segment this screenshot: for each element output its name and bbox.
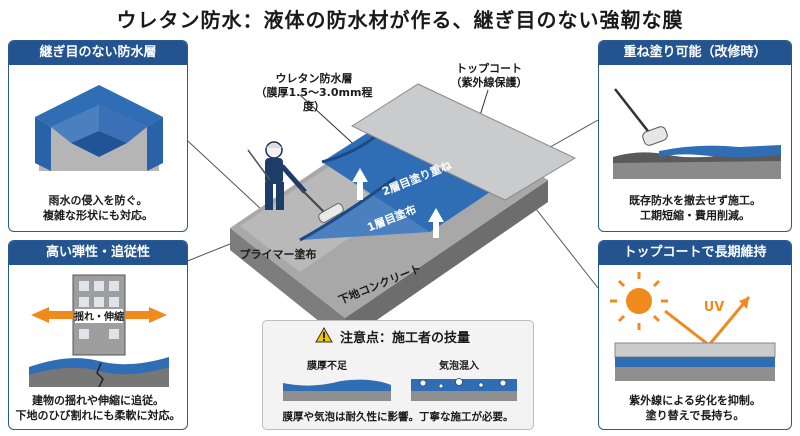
elastic-figure — [29, 274, 169, 387]
panel-seamless: 継ぎ目のない防水層 雨水の侵入を防ぐ。複雑な形状にも対応。 — [8, 40, 188, 232]
caution-caption: 膜厚や気泡は耐久性に影響。丁寧な施工が必要。 — [282, 411, 514, 423]
panel-caption: 建物の揺れや伸縮に追従。下地のひび割れにも柔軟に対応。 — [15, 394, 181, 422]
upward-arrows — [352, 168, 444, 238]
topcoat-label: トップコート（紫外線保護） — [450, 62, 528, 89]
panel-caption: 既存防水を撤去せず施工。工期短縮・費用削減。 — [629, 194, 761, 222]
urethane-layer-label: ウレタン防水層（膜厚1.5〜3.0mm程度） — [255, 72, 373, 113]
panel-caption: 紫外線による劣化を抑制。塗り替えで長持ち。 — [629, 394, 761, 422]
thin-film-figure — [283, 379, 391, 391]
panel-topcoat: トップコートで長期維持 UV 紫外線による劣化を抑制。塗り替えで長持ち。 — [598, 240, 792, 430]
panel-heading: 高い弾性・追従性 — [9, 241, 187, 265]
concrete-front-left — [230, 228, 345, 342]
caution-insufficient-label: 膜厚不足 — [307, 361, 347, 372]
primer-label: プライマー塗布 — [239, 248, 317, 261]
topcoat-layer — [350, 83, 577, 201]
panel-heading: トップコートで長期維持 — [599, 241, 791, 265]
leader-line-recoat — [544, 119, 599, 151]
leader-line-urethane — [299, 94, 361, 151]
panel-caption: 雨水の侵入を防ぐ。複雑な形状にも対応。 — [43, 194, 153, 222]
urethane-layer-2 — [322, 112, 520, 232]
elastic-figure-label: 揺れ・伸縮 — [74, 312, 124, 323]
bubble-film-figure — [411, 379, 517, 391]
panel-elastic: 高い弾性・追従性 揺れ・伸縮 建物の揺れや伸縮に追従。下地のひび割れにも柔軟に対… — [8, 240, 188, 430]
seamless-figure — [35, 85, 163, 171]
panel-recoat: 重ね塗り可能（改修時） 既存防水を撤去せず施工。工期短縮・費用削減。 — [598, 40, 792, 232]
worker-figure — [247, 141, 344, 223]
leader-line-seamless — [175, 129, 263, 211]
caution-figures — [283, 378, 517, 401]
uv-label: UV — [703, 300, 725, 315]
primer-area — [240, 166, 390, 272]
panel-heading: 継ぎ目のない防水層 — [9, 41, 187, 65]
caution-title: 注意点：施工者の技量 — [339, 331, 470, 346]
caution-box: 注意点：施工者の技量 膜厚不足 気泡混入 膜厚や気泡は耐久性に影響。丁寧な施工が… — [262, 320, 534, 430]
recoat-figure — [613, 88, 781, 179]
page-title: ウレタン防水：液体の防水材が作る、継ぎ目のない強靭な膜 — [116, 8, 684, 32]
concrete-front-right — [345, 180, 548, 342]
panel-heading: 重ね塗り可能（改修時） — [599, 41, 791, 65]
topcoat-figure — [610, 272, 776, 381]
caution-bubbles-label: 気泡混入 — [439, 361, 479, 372]
sun-icon — [610, 272, 668, 330]
warning-icon — [315, 327, 333, 343]
